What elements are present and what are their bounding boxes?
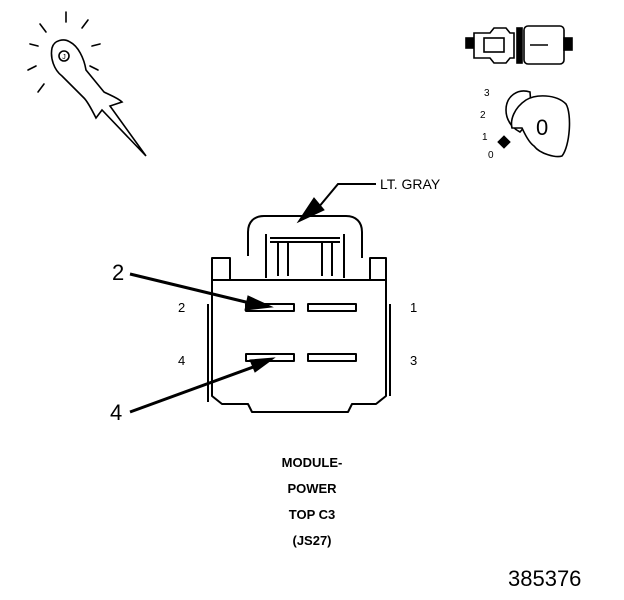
svg-text:J: J [62,54,66,61]
pin-number-4: 4 [178,353,186,368]
pin-number-2: 2 [178,300,186,315]
ignition-position-0: 0 [488,150,494,161]
connector-body [207,215,391,413]
connector-caption: MODULE- POWER TOP C3 (JS27) [212,450,412,554]
caption-line-3: TOP C3 [288,507,336,522]
caption-line-1: MODULE- [281,455,343,470]
caption-line-4: (JS27) [292,533,332,548]
caption-line-2: POWER [287,481,337,496]
connector-disconnect-icon [465,25,573,65]
terminal-slot-3 [307,353,357,362]
ignition-position-1: 1 [482,132,488,143]
ignition-position-2: 2 [480,110,486,121]
test-probe-icon: J [27,11,147,157]
pin-number-3: 3 [410,353,418,368]
figure-number: 385376 [508,566,582,591]
arrows [129,183,376,414]
callout-pin-4: 4 [110,400,123,425]
color-label: LT. GRAY [380,176,441,192]
ignition-position-3: 3 [484,88,490,99]
pin-number-1: 1 [410,300,418,315]
key-label: 0 [536,115,549,140]
ignition-switch-icon [497,90,571,158]
callout-pin-2: 2 [112,260,125,285]
terminal-slot-1 [307,303,357,312]
